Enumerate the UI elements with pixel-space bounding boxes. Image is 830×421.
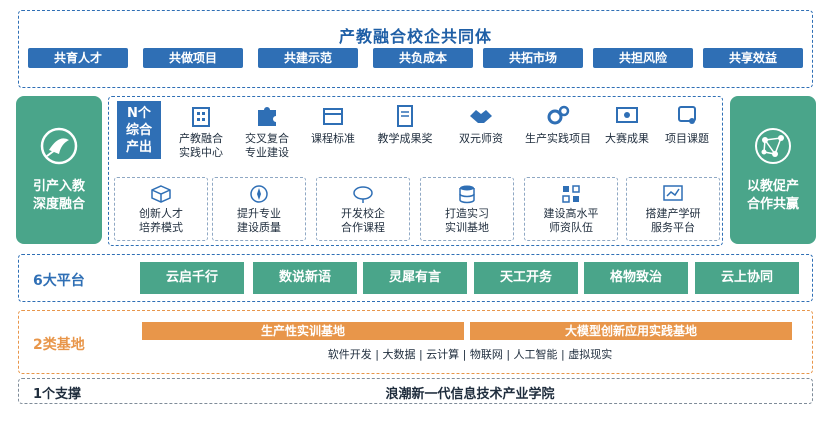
community-title: 产教融合校企共同体 bbox=[338, 27, 492, 46]
support-label: 1个支撑 bbox=[33, 387, 82, 402]
output-production-projects: 生产实践项目 bbox=[518, 104, 598, 146]
support-college-name: 浪潮新一代信息技术产业学院 bbox=[385, 387, 555, 402]
platforms-box bbox=[18, 254, 813, 302]
action-faculty-team: 建设高水平师资队伍 bbox=[524, 177, 618, 241]
pill-talent: 共育人才 bbox=[28, 48, 128, 68]
platform-1: 云启千行 bbox=[140, 262, 244, 294]
pill-cost: 共负成本 bbox=[373, 48, 473, 68]
right-panel-text: 以教促产合作共赢 bbox=[746, 179, 799, 212]
output-practice-center: 产教融合实践中心 bbox=[170, 104, 232, 160]
award-icon bbox=[616, 107, 638, 123]
support-box bbox=[18, 378, 813, 404]
network-nodes-icon bbox=[755, 128, 791, 164]
action-research-platform: 搭建产学研服务平台 bbox=[626, 177, 720, 241]
base-fields: 软件开发 | 大数据 | 云计算 | 物联网 | 人工智能 | 虚拟现实 bbox=[327, 348, 613, 361]
grid-icon bbox=[562, 185, 580, 203]
platform-4: 天工开务 bbox=[474, 262, 578, 294]
output-dual-teachers: 双元师资 bbox=[450, 104, 512, 146]
gears-icon bbox=[547, 105, 570, 125]
action-talent-model: 创新人才培养模式 bbox=[114, 177, 208, 241]
compass-icon bbox=[250, 185, 268, 203]
base-production-training: 生产性实训基地 bbox=[142, 322, 464, 340]
pill-projects: 共做项目 bbox=[143, 48, 243, 68]
platform-3: 灵犀有言 bbox=[363, 262, 467, 294]
certificate-icon bbox=[397, 105, 413, 127]
bases-box bbox=[18, 310, 813, 374]
n-outputs-badge: N个 综合 产出 bbox=[117, 101, 161, 159]
output-research-topics: 项目课题 bbox=[656, 104, 718, 146]
cube-icon bbox=[151, 185, 171, 203]
output-competition-results: 大赛成果 bbox=[598, 104, 656, 146]
output-cross-major: 交叉复合专业建设 bbox=[236, 104, 298, 160]
platform-5: 格物致治 bbox=[584, 262, 688, 294]
monitor-icon bbox=[678, 106, 696, 124]
platform-6: 云上协同 bbox=[695, 262, 799, 294]
book-icon bbox=[323, 108, 343, 125]
action-major-quality: 提升专业建设质量 bbox=[212, 177, 306, 241]
platforms-label: 6大平台 bbox=[33, 273, 85, 289]
output-course-standard: 课程标准 bbox=[302, 104, 364, 146]
action-training-base: 打造实习实训基地 bbox=[420, 177, 514, 241]
pill-risk: 共担风险 bbox=[593, 48, 693, 68]
rocket-logo-icon bbox=[40, 127, 78, 165]
right-panel: 以教促产合作共赢 bbox=[730, 96, 816, 244]
action-joint-courses: 开发校企合作课程 bbox=[316, 177, 410, 241]
left-panel-text: 引产入教深度融合 bbox=[32, 179, 85, 212]
database-icon bbox=[459, 185, 475, 204]
building-icon bbox=[192, 107, 210, 127]
outputs-region bbox=[108, 96, 723, 246]
pill-benefit: 共享效益 bbox=[703, 48, 803, 68]
output-teaching-award: 教学成果奖 bbox=[370, 104, 440, 146]
handshake-icon bbox=[470, 110, 492, 123]
platform-2: 数说新语 bbox=[253, 262, 357, 294]
pill-market: 共拓市场 bbox=[483, 48, 583, 68]
puzzle-icon bbox=[258, 107, 276, 126]
community-box: 产教融合校企共同体 bbox=[18, 10, 813, 88]
bases-label: 2类基地 bbox=[33, 337, 85, 353]
base-llm-innovation: 大模型创新应用实践基地 bbox=[470, 322, 792, 340]
screen-icon bbox=[353, 186, 373, 203]
chart-icon bbox=[663, 185, 683, 201]
left-panel: 引产入教深度融合 bbox=[16, 96, 102, 244]
pill-demo: 共建示范 bbox=[258, 48, 358, 68]
